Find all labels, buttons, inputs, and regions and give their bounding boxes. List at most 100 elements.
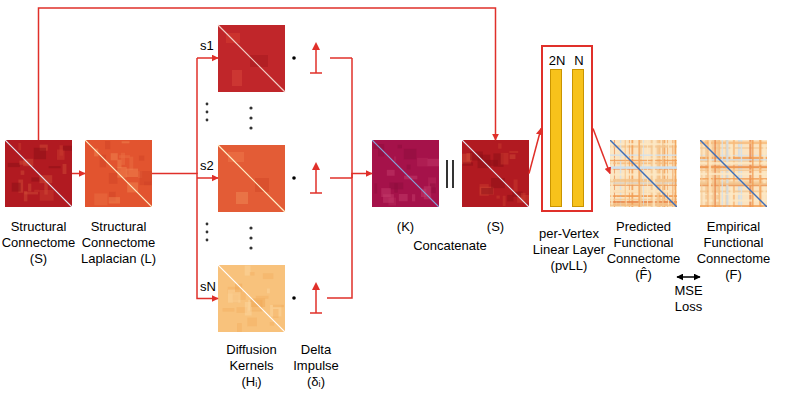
- ellipsis-dot: [206, 239, 209, 242]
- matrix-block: [8, 163, 20, 167]
- matrix-block: [481, 188, 493, 194]
- matrix-fill: [462, 140, 529, 207]
- matrix-block: [394, 156, 396, 161]
- matrix-fill: [610, 140, 677, 207]
- fc-matrix: Predicted Functional Connectome (F̂): [610, 140, 677, 207]
- matrix-diagonal: [610, 140, 677, 207]
- matrix-stripe: [610, 154, 677, 156]
- kernel-matrix: [218, 25, 285, 92]
- matrix-stripe: [611, 140, 614, 207]
- matrix-stripe: [638, 140, 640, 207]
- node-label: Delta Impulse (δᵢ): [287, 342, 345, 390]
- matrix-block: [509, 151, 518, 153]
- branch-arrow: [197, 177, 218, 179]
- matrix-block: [387, 170, 395, 176]
- delta-impulse: Delta Impulse (δᵢ): [305, 282, 327, 314]
- matrix-diagonal: [462, 140, 529, 207]
- matrix-block: [498, 143, 501, 148]
- matrix-block: [399, 194, 408, 201]
- matrix-stripe: [610, 154, 677, 156]
- vector-size: 2N: [542, 53, 572, 69]
- edge-label: MSE Loss: [667, 283, 711, 315]
- matrix-stripe: [707, 140, 709, 207]
- matrix-block: [223, 308, 235, 311]
- matrix-block: [109, 197, 120, 203]
- multiply-dot: [292, 296, 296, 300]
- matrix-block: [374, 183, 377, 193]
- matrix-block: [140, 171, 152, 185]
- node-label: Structural Connectome Laplacian (L): [80, 219, 158, 267]
- matrix-block: [28, 184, 31, 192]
- matrix-stripe: [647, 140, 649, 207]
- matrix-block: [263, 273, 273, 279]
- matrix-block: [383, 194, 394, 203]
- vector-size: N: [564, 53, 594, 69]
- impulse-head: [312, 282, 320, 290]
- matrix-diagonal: [5, 140, 72, 207]
- matrix-block: [122, 141, 130, 143]
- matrix-block: [394, 183, 397, 192]
- matrix-stripe: [638, 140, 639, 207]
- matrix-block: [417, 158, 428, 167]
- matrix-block: [245, 265, 251, 275]
- matrix-block: [31, 177, 40, 181]
- ellipsis-dot: [249, 126, 252, 129]
- matrix-block: [255, 178, 269, 192]
- multiply-dot: [292, 56, 296, 60]
- matrix-stripe: [610, 143, 677, 145]
- matrix-image: [462, 140, 529, 207]
- matrix-stripe: [610, 167, 677, 169]
- matrix-block: [427, 159, 439, 167]
- laplacian-matrix: Structural Connectome Laplacian (L): [85, 140, 152, 207]
- matrix-stripe: [610, 166, 677, 169]
- scale-label: s1: [200, 38, 230, 54]
- ellipsis-dot: [206, 103, 209, 106]
- concat-bar: [446, 160, 448, 188]
- matrix-block: [24, 192, 38, 195]
- matrix-fill: [5, 140, 72, 207]
- matrix-diagonal: [218, 145, 285, 212]
- matrix-stripe: [640, 140, 642, 207]
- matrix-block: [100, 155, 106, 168]
- connectome-matrix: Structural Connectome (S): [5, 140, 72, 207]
- matrix-stripe: [700, 205, 767, 206]
- matrix-block: [404, 149, 417, 159]
- matrix-block: [18, 143, 21, 150]
- matrix-block: [111, 153, 118, 160]
- branch-arrow: [197, 57, 218, 59]
- matrix-diagonal: [85, 140, 152, 207]
- kernel-matrix: [218, 145, 285, 212]
- fc-matrix: Empirical Functional Connectome (F): [700, 140, 767, 207]
- connector: [327, 174, 372, 299]
- matrix-block: [496, 196, 499, 199]
- matrix-stripe: [675, 140, 676, 207]
- matrix-diagonal: [218, 265, 285, 332]
- matrix-block: [250, 272, 255, 275]
- node-label: Empirical Functional Connectome (F): [694, 219, 774, 283]
- matrix-block: [121, 153, 125, 165]
- connector: [529, 129, 541, 174]
- ellipsis-dot: [249, 106, 252, 109]
- matrix-diagonal: [700, 140, 767, 207]
- matrix-block: [256, 296, 269, 299]
- matrix-block: [236, 192, 248, 204]
- impulse-head: [312, 42, 320, 50]
- concat-bar: [452, 160, 454, 188]
- connectome-matrix: (S): [462, 140, 529, 207]
- ellipsis-dot: [249, 236, 252, 239]
- matrix-block: [105, 141, 110, 149]
- matrix-stripe: [662, 140, 663, 207]
- matrix-block: [109, 173, 118, 184]
- matrix-stripe: [662, 140, 663, 207]
- matrix-stripe: [610, 185, 677, 187]
- matrix-stripe: [653, 140, 656, 207]
- connector: [593, 129, 610, 174]
- matrix-block: [12, 183, 21, 192]
- matrix-block: [57, 150, 65, 160]
- matrix-block: [237, 323, 242, 332]
- matrix-image: [610, 140, 677, 207]
- matrix-block: [407, 165, 411, 170]
- ellipsis-dot: [206, 223, 209, 226]
- matrix-block: [34, 190, 39, 192]
